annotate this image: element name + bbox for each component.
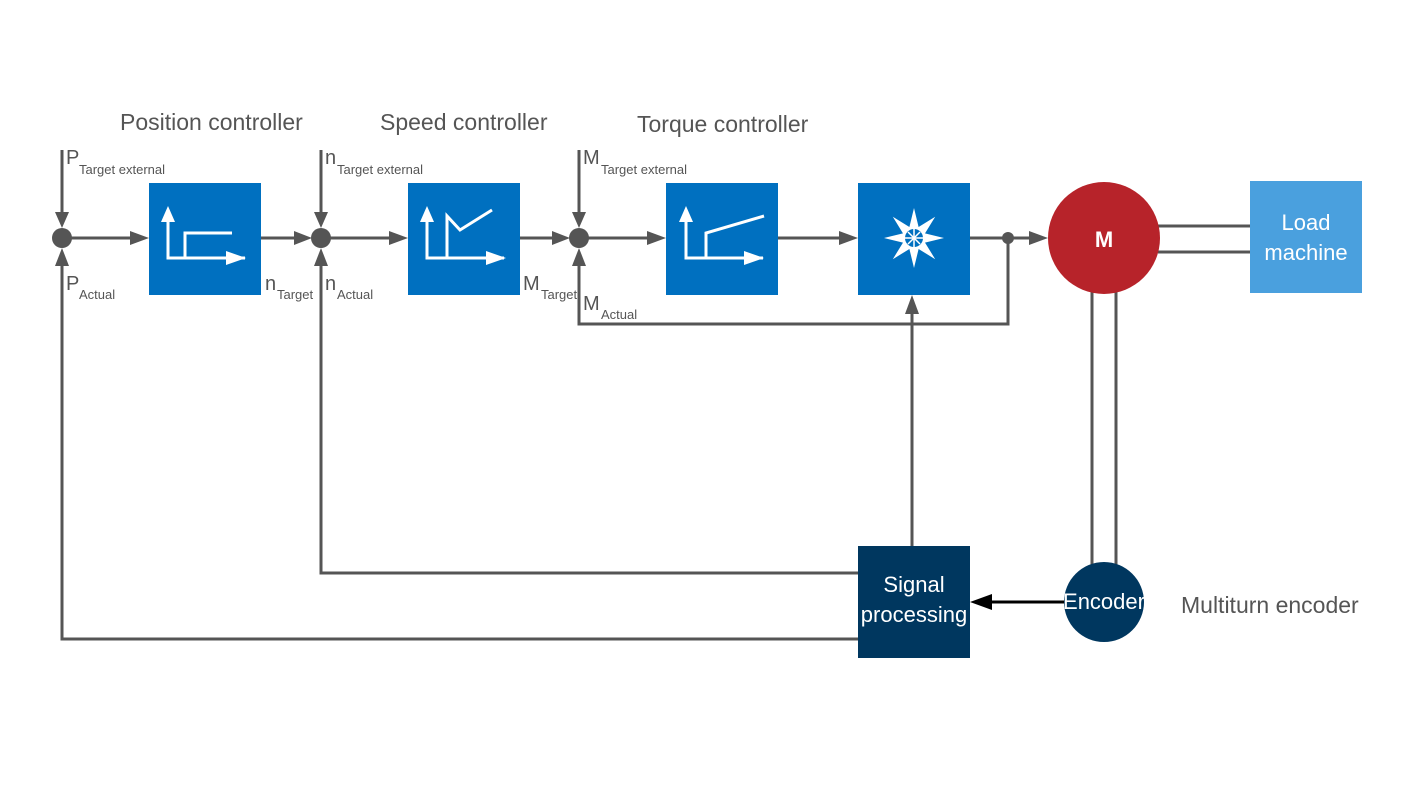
svg-text:M: M — [583, 293, 600, 315]
forward-path — [55, 150, 1048, 245]
svg-text:n: n — [265, 273, 276, 295]
motor: M — [1048, 182, 1160, 294]
speed-controller-block — [408, 183, 520, 295]
star-converter-icon — [884, 208, 944, 268]
svg-text:M: M — [583, 147, 600, 169]
load-machine-block: Load machine — [1250, 181, 1362, 293]
signal-label-m-target-external: M Target external — [583, 147, 687, 177]
signal-processing-line1: Signal — [883, 572, 944, 597]
encoder-label: Encoder — [1063, 589, 1145, 614]
signal-processing-block: Signal processing — [858, 546, 970, 658]
signal-label-n-target-external: n Target external — [325, 147, 423, 177]
sum-junction-speed — [311, 228, 331, 248]
multiturn-encoder-caption: Multiturn encoder — [1181, 592, 1359, 618]
signal-label-n-actual: n Actual — [325, 273, 373, 302]
svg-text:Target external: Target external — [337, 162, 423, 177]
feedback-paths — [55, 224, 1250, 641]
motor-label: M — [1095, 227, 1113, 252]
slope-response-icon — [679, 206, 765, 265]
torque-controller-block — [666, 183, 778, 295]
encoder: Encoder — [1063, 562, 1145, 642]
svg-text:n: n — [325, 273, 336, 295]
svg-text:Target: Target — [277, 287, 314, 302]
svg-text:Actual: Actual — [601, 307, 637, 322]
svg-text:P: P — [66, 147, 79, 169]
power-converter-block — [858, 183, 970, 295]
load-line2: machine — [1264, 240, 1347, 265]
torque-controller-title: Torque controller — [637, 111, 809, 137]
signal-label-p-actual: P Actual — [66, 273, 115, 302]
signal-label-m-target: M Target — [523, 273, 578, 302]
signal-label-n-target: n Target — [265, 273, 314, 302]
svg-text:Target external: Target external — [601, 162, 687, 177]
branch-point — [1002, 232, 1014, 244]
signal-label-m-actual: M Actual — [583, 293, 637, 322]
signal-processing-line2: processing — [861, 602, 967, 627]
load-line1: Load — [1282, 210, 1331, 235]
step-response-icon — [161, 206, 246, 265]
svg-text:n: n — [325, 147, 336, 169]
svg-text:P: P — [66, 273, 79, 295]
svg-text:Target external: Target external — [79, 162, 165, 177]
svg-text:Actual: Actual — [337, 287, 373, 302]
signal-label-p-target-external: P Target external — [66, 147, 165, 177]
encoder-to-processing-arrow — [970, 594, 1064, 610]
svg-text:Actual: Actual — [79, 287, 115, 302]
position-controller-title: Position controller — [120, 109, 303, 135]
sum-junction-torque — [569, 228, 589, 248]
ramp-response-icon — [420, 206, 506, 265]
speed-controller-title: Speed controller — [380, 109, 548, 135]
svg-text:M: M — [523, 273, 540, 295]
position-controller-block — [149, 183, 261, 295]
sum-junction-position — [52, 228, 72, 248]
svg-text:Target: Target — [541, 287, 578, 302]
